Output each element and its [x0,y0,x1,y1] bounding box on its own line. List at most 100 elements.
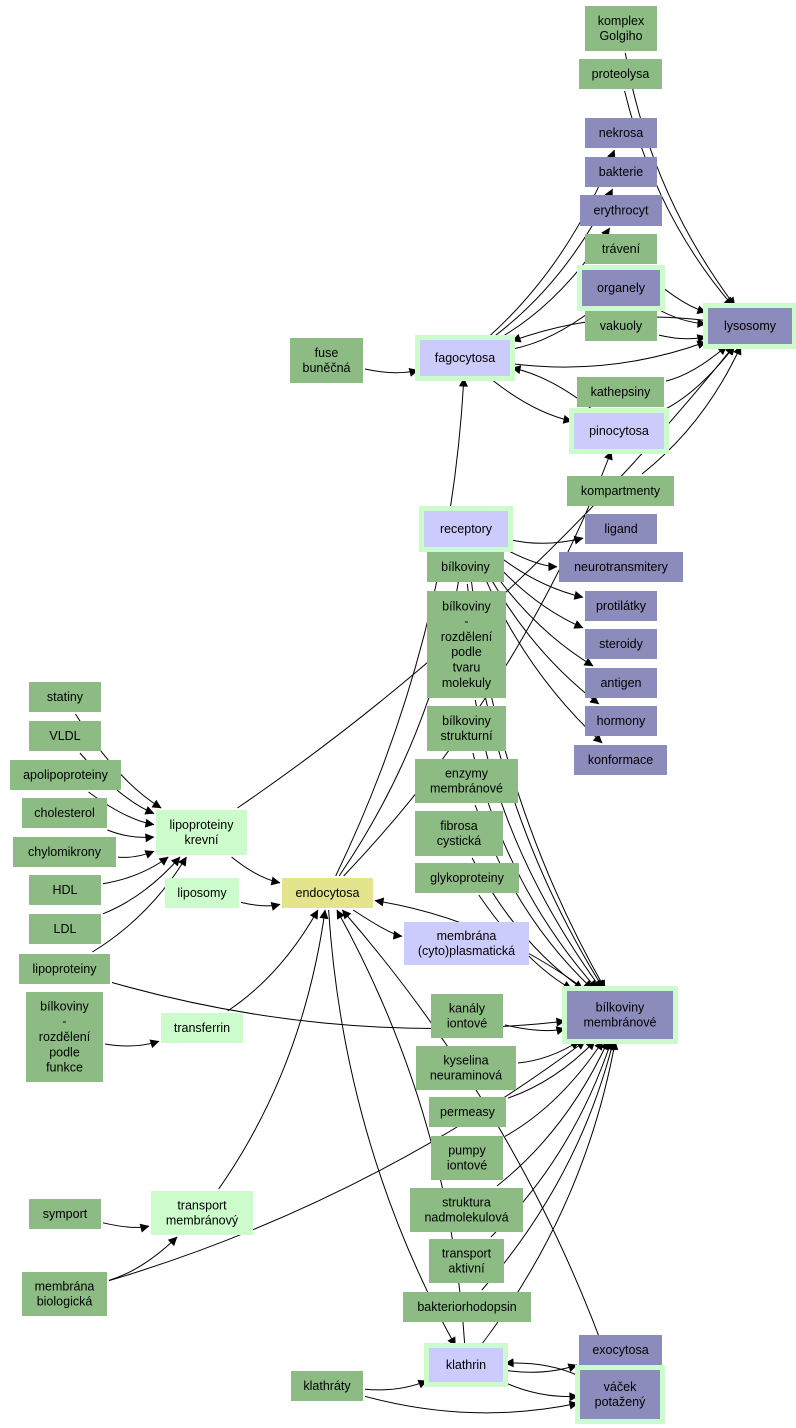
node-box [582,270,660,306]
node-label: bílkoviny [40,999,89,1013]
node-box [580,195,662,226]
edge-lipoproteiny-to-lipoproteiny-krevni [92,856,187,953]
node-label: molekuly [442,676,492,690]
node-label: pumpy [448,1143,486,1157]
node-label: steroidy [599,637,644,651]
node-label: nadmolekulová [424,1211,508,1225]
node-label: aktivní [448,1262,485,1276]
node-membrana-cyto: membrána(cyto)plasmatická [404,922,529,965]
node-box [585,591,657,621]
node-kompartmenty: kompartmenty [567,476,674,506]
node-box [29,914,101,944]
node-box [420,340,510,376]
node-label: glykoproteiny [430,871,504,885]
node-label: enzymy [445,766,489,780]
node-box [580,1370,660,1419]
node-box [424,511,508,547]
node-box [431,1136,503,1180]
node-label: neurotransmitery [574,560,669,574]
node-box [29,1199,101,1229]
node-label: - [464,615,468,629]
node-label: bakteriorhodopsin [417,1300,516,1314]
node-box [415,863,519,893]
node-label: statiny [47,690,84,704]
node-box [290,338,363,383]
node-label: apolipoproteiny [23,768,109,782]
node-bilkoviny-1: bílkoviny [427,552,504,582]
node-proteolysa: proteolysa [579,59,662,89]
node-label: bílkoviny [441,560,490,574]
node-label: VLDL [49,729,80,743]
node-label: bílkoviny [596,1000,645,1014]
edge-lipoproteiny-krevni-to-endocytosa [231,856,281,886]
edge-vakuoly-to-lysosomy [658,334,707,343]
node-box [585,311,657,341]
node-box [29,875,101,905]
node-box [427,552,504,582]
node-box [585,668,657,698]
node-label: liposomy [177,886,227,900]
node-ligand: ligand [585,514,657,544]
node-box [585,234,657,264]
node-box [559,552,683,582]
edge-fagocytosa-to-lysosomy [511,340,707,368]
edge-transferrin-to-endocytosa [227,909,319,1012]
node-label: HDL [52,883,77,897]
edge-endocytosa-to-klathrin [328,909,456,1347]
node-apolipoproteiny: apolipoproteiny [10,760,121,790]
node-label: kathepsiny [591,385,652,399]
node-label: (cyto)plasmatická [418,944,515,958]
edge-klathrin-to-exocytosa [504,1363,578,1373]
node-chylomikrony: chylomikrony [13,837,116,867]
node-glykoproteiny: glykoproteiny [415,863,519,893]
node-symport: symport [29,1199,101,1229]
node-receptory: receptory [419,506,513,552]
edge-ldl-to-lipoproteiny-krevni [102,856,181,915]
edge-klathraty-to-klathrin [364,1379,428,1391]
node-cholesterol: cholesterol [22,798,107,828]
edge-kathepsiny-to-lysosomy [665,345,727,382]
node-lysosomy: lysosomy [703,303,796,349]
edge-transport-membranovy-to-endocytosa [218,909,329,1190]
node-steroidy: steroidy [585,629,657,659]
node-transport-aktivni: transport aktivní [429,1239,504,1283]
node-permeasy: permeasy [429,1097,506,1127]
node-box [19,954,110,984]
node-label: antigen [600,676,641,690]
node-label: endocytosa [296,886,360,900]
node-hdl: HDL [29,875,101,905]
node-traveni: trávení [585,234,657,264]
node-label: LDL [54,922,77,936]
node-box [22,1272,107,1316]
node-box [427,706,506,751]
node-label: váček [604,1380,637,1394]
node-label: transferrin [174,1021,230,1035]
node-label: podle [451,645,482,659]
node-label: neuraminová [430,1069,502,1083]
node-kathepsiny: kathepsiny [577,377,664,407]
node-label: vakuoly [600,319,643,333]
node-label: exocytosa [592,1343,648,1357]
node-hormony: hormony [585,706,657,736]
node-label: membránové [584,1016,657,1030]
node-label: transport [177,1198,227,1212]
node-label: proteolysa [592,67,650,81]
node-organely: organely [577,265,665,311]
nodes: komplexGolgihoproteolysanekrosabakteriee… [10,6,796,1424]
node-label: transport [442,1246,492,1260]
node-box [22,798,107,828]
node-label: chylomikrony [28,845,102,859]
node-label: klathráty [303,1379,351,1393]
node-label: iontové [447,1159,487,1173]
node-box [29,721,101,751]
node-box [429,1348,503,1382]
node-protilatky: protilátky [585,591,657,621]
node-label: komplex [598,14,645,28]
node-statiny: statiny [29,682,101,712]
